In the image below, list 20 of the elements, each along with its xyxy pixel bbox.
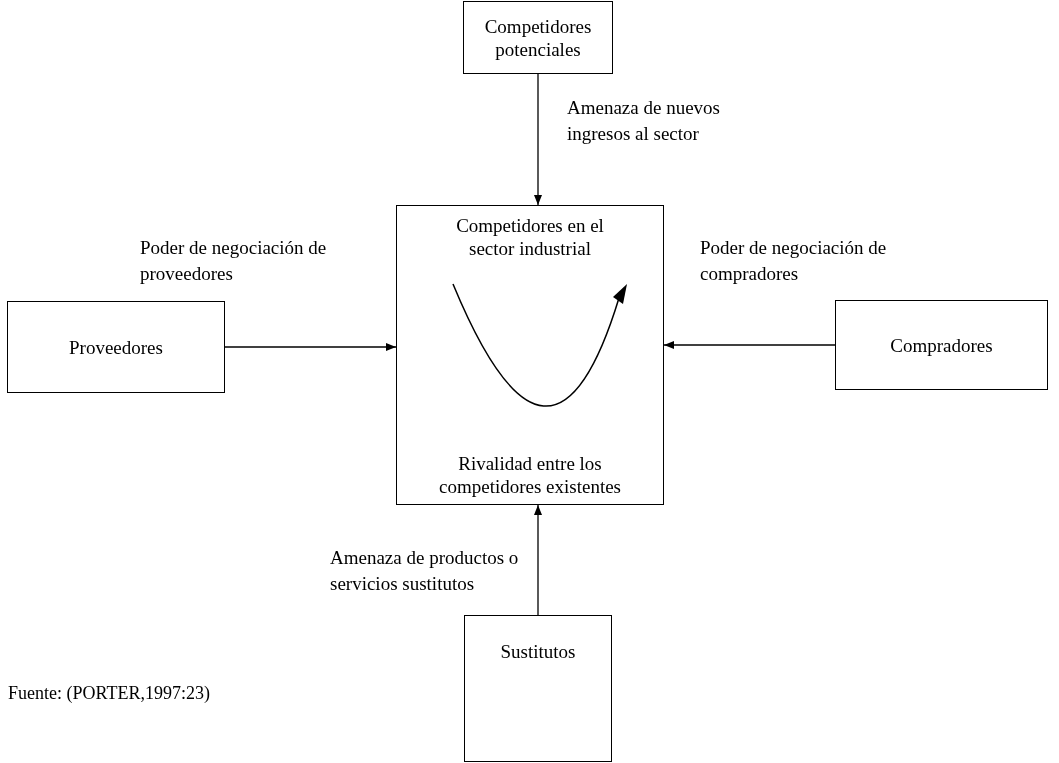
- edge-label: Poder de negociación de proveedores: [140, 236, 328, 286]
- box: [396, 205, 664, 505]
- box: [464, 615, 612, 762]
- edge-label: Amenaza de nuevos ingresos al sector: [567, 96, 721, 146]
- box-heading: Competidores en el sector industrial: [455, 214, 605, 260]
- edge-label: Poder de negociación de compradores: [700, 236, 888, 286]
- box: [7, 301, 225, 393]
- box-label: Compradores: [890, 333, 993, 357]
- edge-label: Amenaza de productos o servicios sustitutos: [330, 546, 520, 596]
- box: [463, 1, 613, 74]
- arrow: [224, 342, 397, 352]
- box-label: Sustitutos: [500, 640, 576, 663]
- box-label: Competidores potenciales: [483, 14, 593, 61]
- box: [835, 300, 1048, 390]
- box-label: Proveedores: [69, 335, 163, 359]
- arrow: [533, 504, 543, 616]
- arrow: [663, 340, 836, 350]
- arrow: [533, 73, 543, 206]
- box-text: Rivalidad entre los competidores existentes: [438, 452, 622, 498]
- source-note: Fuente: (PORTER,1997:23): [8, 682, 210, 705]
